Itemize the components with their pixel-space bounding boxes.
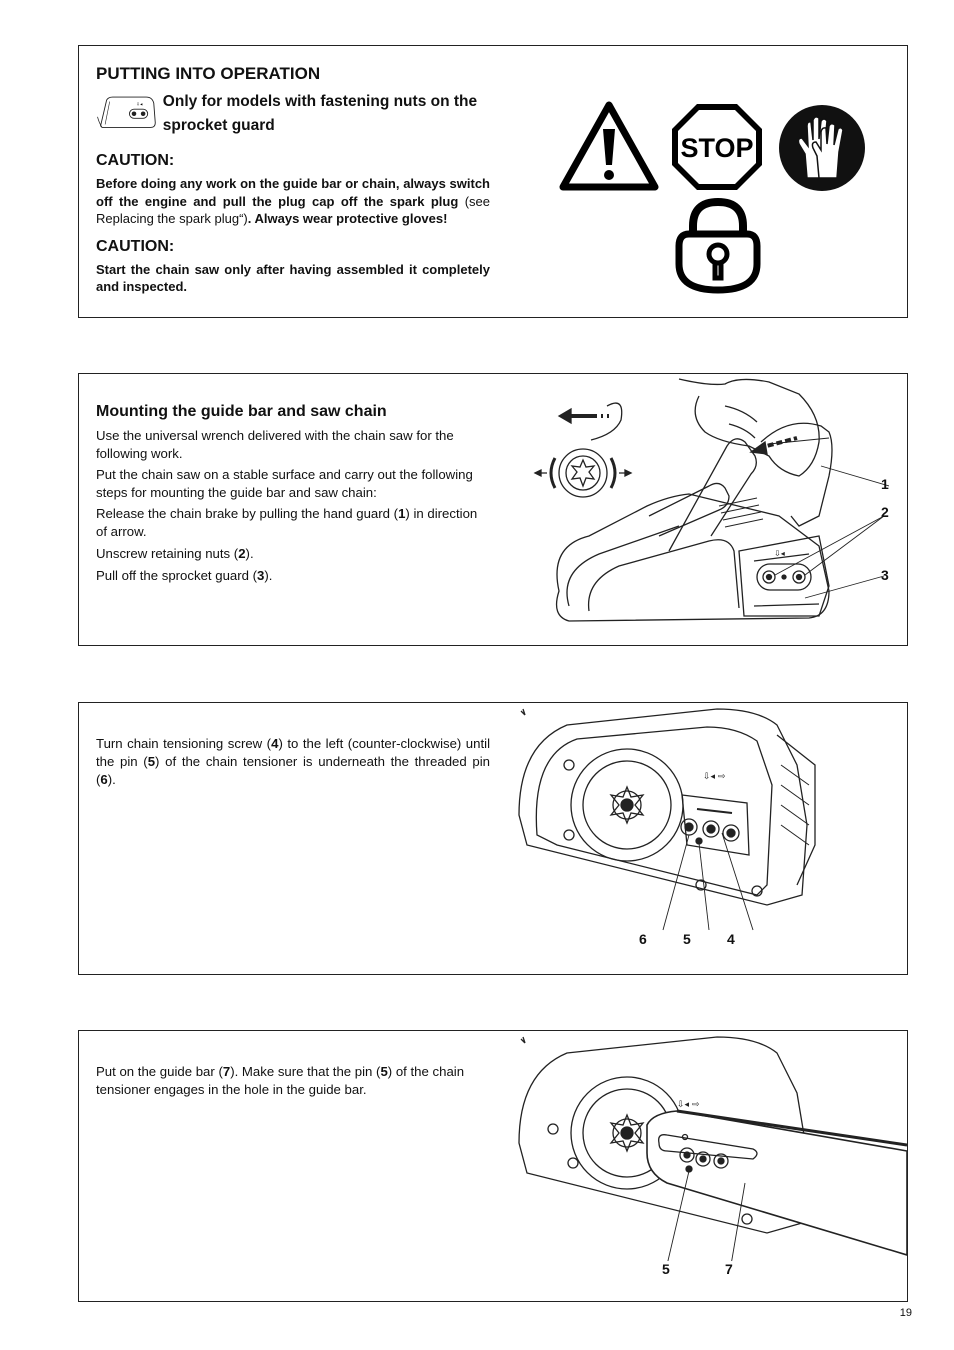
callout-1: 1 xyxy=(881,476,889,492)
caution-text-2: Start the chain saw only after having as… xyxy=(96,261,490,295)
callout-7: 7 xyxy=(725,1261,733,1277)
guide-bar-section: Put on the guide bar (7). Make sure that… xyxy=(78,1030,908,1302)
models-note: Only for models with fastening nuts on t… xyxy=(162,93,478,134)
chain-tensioner-illustration: ⇩◂ ⇨ xyxy=(518,708,816,931)
svg-text:⇩◂ ⇨: ⇩◂ ⇨ xyxy=(703,772,726,782)
stop-sign-icon: STOP xyxy=(672,104,762,190)
caution-text-1-c: . Always wear protective gloves! xyxy=(247,211,448,226)
chain-tensioner-section: Turn chain tensioning screw (4) to the l… xyxy=(78,702,908,975)
mounting-paragraph-3: Release the chain brake by pulling the h… xyxy=(96,506,478,539)
mounting-guide-bar-section: Mounting the guide bar and saw chain Use… xyxy=(78,373,908,646)
stop-sign-label: STOP xyxy=(680,133,753,163)
svg-text:⇩◂: ⇩◂ xyxy=(136,101,143,107)
section-heading: PUTTING INTO OPERATION xyxy=(96,64,321,83)
callout-2: 2 xyxy=(881,504,889,520)
mounting-paragraph-4: Unscrew retaining nuts (2). xyxy=(96,546,254,561)
guide-bar-illustration: ⇩◂ ⇨ xyxy=(518,1036,907,1261)
page-number: 19 xyxy=(899,1307,912,1319)
mounting-text-column: Mounting the guide bar and saw chain Use… xyxy=(96,403,490,585)
mounting-heading: Mounting the guide bar and saw chain xyxy=(96,403,387,420)
callout-6: 6 xyxy=(639,931,647,947)
svg-text:⇩◂ ⇨: ⇩◂ ⇨ xyxy=(677,1100,700,1110)
tensioner-text-column: Turn chain tensioning screw (4) to the l… xyxy=(96,735,490,789)
mounting-paragraph-5: Pull off the sprocket guard (3). xyxy=(96,568,273,583)
callout-5b: 5 xyxy=(662,1261,670,1277)
warning-triangle-icon xyxy=(559,101,659,191)
models-note-row: ⇩◂ Only for models with fastening nuts o… xyxy=(96,90,490,138)
callout-3: 3 xyxy=(881,567,889,583)
callout-5: 5 xyxy=(683,931,691,947)
padlock-icon xyxy=(675,198,761,294)
operation-text-column: PUTTING INTO OPERATION ⇩◂ Only for model… xyxy=(96,64,490,296)
caution-title-1: CAUTION: xyxy=(96,152,175,169)
callout-4: 4 xyxy=(727,931,735,947)
guide-bar-paragraph: Put on the guide bar (7). Make sure that… xyxy=(96,1064,465,1097)
mounting-paragraph-1: Use the universal wrench delivered with … xyxy=(96,428,454,461)
caution-text-1: Before doing any work on the guide bar o… xyxy=(96,175,490,228)
tensioner-paragraph: Turn chain tensioning screw (4) to the l… xyxy=(96,736,491,787)
guide-bar-text-column: Put on the guide bar (7). Make sure that… xyxy=(96,1063,490,1099)
caution-text-1-b: (see Replacing the spark plug“) xyxy=(96,193,490,227)
putting-into-operation-section: PUTTING INTO OPERATION ⇩◂ Only for model… xyxy=(78,45,908,318)
gloves-icon xyxy=(779,105,865,191)
mounting-paragraph-2: Put the chain saw on a stable surface an… xyxy=(96,467,473,500)
chain-brake-illustration: ⇩◂ xyxy=(533,378,889,622)
svg-text:⇩◂: ⇩◂ xyxy=(774,549,785,558)
caution-title-2: CAUTION: xyxy=(96,237,175,255)
caution-text-1-a: Before doing any work on the guide bar o… xyxy=(96,176,490,209)
sprocket-guard-icon: ⇩◂ xyxy=(97,96,156,128)
